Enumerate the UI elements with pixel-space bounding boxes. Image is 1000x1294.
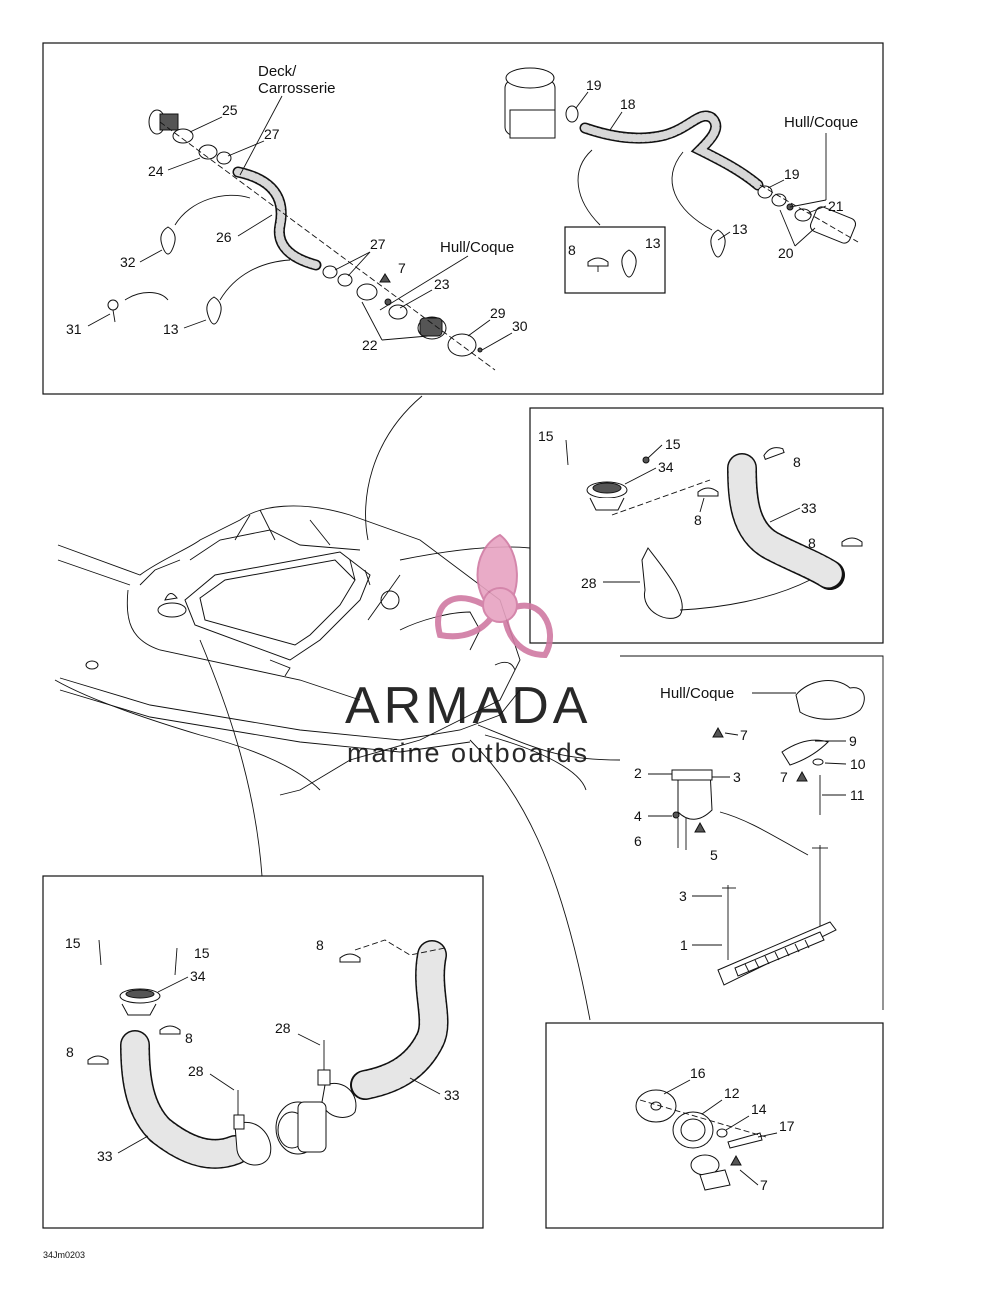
callout-15-bl-a: 15 [65,935,81,951]
callout-16: 16 [690,1065,706,1081]
callout-14: 14 [751,1101,767,1117]
panel-right-bracket-frame [620,655,884,1010]
callout-34-lower: 34 [190,968,206,984]
callout-3-lower: 3 [679,888,687,904]
callout-8-bl-a: 8 [316,937,324,953]
callout-19-right: 19 [784,166,800,182]
callout-labels: Deck/ Carrosserie Hull/Coque Hull/Coque … [43,63,866,1260]
callout-11: 11 [850,787,865,803]
callout-17: 17 [779,1118,795,1134]
callout-8-mr-b: 8 [694,512,702,528]
callout-15-bl-b: 15 [194,945,210,961]
callout-22: 22 [362,337,378,353]
callout-5: 5 [710,847,718,863]
vent-assembly-lower [87,939,449,1169]
callout-8-inset: 8 [568,242,576,258]
callout-10: 10 [850,756,866,772]
propeller-logo-icon [435,533,553,659]
callout-7-br-a: 7 [740,727,748,743]
callout-30: 30 [512,318,528,334]
callout-8-bl-b: 8 [185,1030,193,1046]
callout-33-bl-b: 33 [97,1148,113,1164]
callout-28-upper: 28 [581,575,597,591]
watermark-tagline: marine outboards [347,738,589,768]
callout-7-br-b: 7 [780,769,788,785]
callout-8-mr-a: 8 [793,454,801,470]
panel-bottom-left-vent-hoses [42,875,484,1229]
callout-6: 6 [634,833,642,849]
callout-9: 9 [849,733,857,749]
callout-18: 18 [620,96,636,112]
callout-28-bl-a: 28 [275,1020,291,1036]
callout-13-top-left: 13 [163,321,179,337]
callout-33-bl-a: 33 [444,1087,460,1103]
callout-23: 23 [434,276,450,292]
watercraft-deck-illustration [54,395,621,1021]
vent-assembly-upper [565,439,863,619]
callout-15-b: 15 [665,436,681,452]
callout-7-top: 7 [398,260,406,276]
callout-34-upper: 34 [658,459,674,475]
callout-27b: 27 [370,236,386,252]
callout-33-upper: 33 [801,500,817,516]
top-right-bilge-pump-assembly [504,67,859,278]
callout-28-bl-b: 28 [188,1063,204,1079]
top-left-hose-assembly [107,109,496,371]
callout-8-bl-c: 8 [66,1044,74,1060]
callout-13-top-right: 13 [732,221,748,237]
panel-middle-right-vent [529,407,884,644]
callout-29: 29 [490,305,506,321]
panel-top-hoses [42,42,884,395]
callout-27: 27 [264,126,280,142]
callout-8-mr-c: 8 [808,535,816,551]
label-deck: Deck/ [258,63,297,80]
callout-25: 25 [222,102,238,118]
callout-2: 2 [634,765,642,781]
callout-4: 4 [634,808,642,824]
callout-21: 21 [828,198,844,214]
callout-32: 32 [120,254,136,270]
label-hull-coque-top-left: Hull/Coque [440,239,514,256]
figure-code: 34Jm0203 [43,1250,85,1260]
armada-watermark: ARMADA marine outboards [345,533,591,768]
label-hull-coque-bracket: Hull/Coque [660,685,734,702]
panel-bottom-right-drain [545,1022,884,1229]
callout-19-top: 19 [586,77,602,93]
label-hull-coque-top-right: Hull/Coque [784,114,858,131]
callout-13-inset: 13 [645,235,661,251]
watermark-brand: ARMADA [345,677,591,735]
callout-20: 20 [778,245,794,261]
callout-31: 31 [66,321,82,337]
bracket-and-drain-grate-assembly [671,680,865,986]
callout-15-a: 15 [538,428,554,444]
label-carrosserie: Carrosserie [258,80,336,97]
callout-24: 24 [148,163,164,179]
callout-3-upper: 3 [733,769,741,785]
callout-7-bb: 7 [760,1177,768,1193]
inset-box-fasteners [564,226,666,294]
callout-1: 1 [680,937,688,953]
callout-26: 26 [216,229,232,245]
callout-12: 12 [724,1085,740,1101]
drain-plug-assembly [635,1089,767,1191]
